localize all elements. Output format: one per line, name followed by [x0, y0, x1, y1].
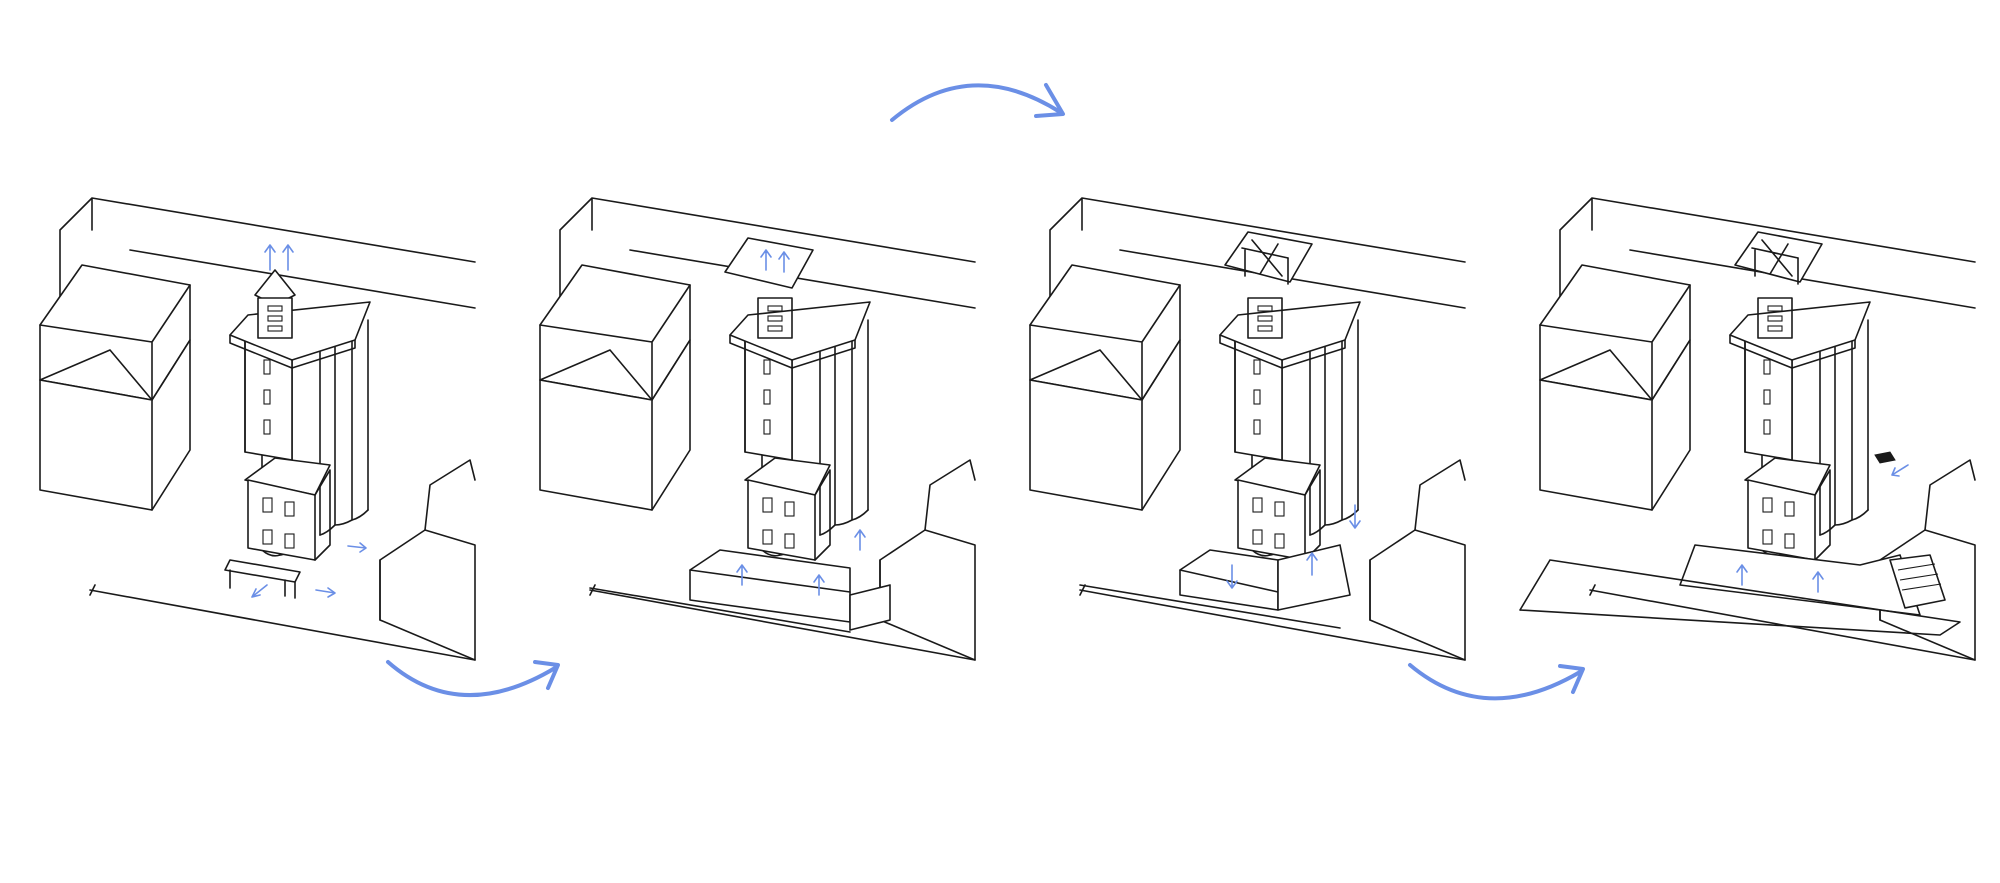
transition-arrow-3-4: [1408, 663, 1585, 701]
stage-2-panel: [539, 197, 976, 661]
roof-frame: [1734, 231, 1823, 339]
curved-arrow-icon: [890, 83, 1065, 122]
roof-frame: [1224, 231, 1313, 339]
small-arrow-icon: [736, 249, 866, 596]
small-arrow-icon: [1226, 504, 1361, 589]
curved-arrow-icon: [1408, 663, 1585, 701]
small-arrow-icon: [251, 244, 367, 598]
curved-arrow-icon: [386, 660, 560, 697]
stage-1-panel: [39, 197, 476, 661]
small-arrow-icon: [1736, 464, 1909, 593]
tower-lantern: [254, 269, 296, 339]
roof-plate: [724, 237, 814, 289]
stage-4-panel: [1519, 197, 1976, 661]
stage-3-panel: [1029, 197, 1466, 661]
transition-arrow-2-3: [890, 83, 1065, 122]
transition-arrow-1-2: [386, 660, 560, 697]
